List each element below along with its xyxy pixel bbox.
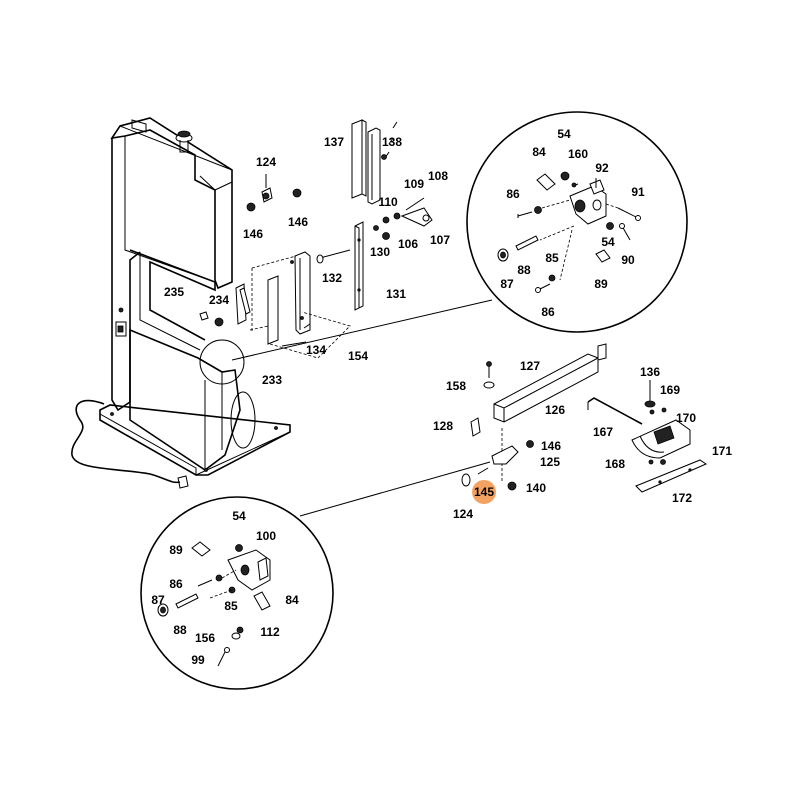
part-label-125[interactable]: 125 — [540, 455, 560, 469]
part-label-154[interactable]: 154 — [348, 349, 368, 363]
part-label-86[interactable]: 86 — [506, 187, 520, 201]
part-label-100[interactable]: 100 — [256, 529, 276, 543]
part-label-110[interactable]: 110 — [378, 195, 398, 209]
part-label-124[interactable]: 124 — [256, 155, 276, 169]
part-label-136[interactable]: 136 — [640, 365, 660, 379]
part-label-233[interactable]: 233 — [262, 373, 282, 387]
part-label-88[interactable]: 88 — [173, 623, 187, 637]
part-label-167[interactable]: 167 — [593, 425, 613, 439]
part-label-168[interactable]: 168 — [605, 457, 625, 471]
band-saw-body — [71, 117, 291, 489]
part-label-54[interactable]: 54 — [232, 509, 246, 523]
part-label-170[interactable]: 170 — [676, 411, 696, 425]
detail-circle-lower — [140, 496, 334, 690]
part-label-87[interactable]: 87 — [500, 277, 514, 291]
part-label-146[interactable]: 146 — [541, 439, 561, 453]
part-label-235[interactable]: 235 — [164, 285, 184, 299]
part-labels: 137 138 124 146 146 110 109 108 107 106 130 132 131 2… — [151, 127, 732, 667]
part-label-127[interactable]: 127 — [520, 359, 540, 373]
part-label-89[interactable]: 89 — [169, 543, 183, 557]
part-label-107[interactable]: 107 — [430, 233, 450, 247]
detail-circle-upper — [466, 111, 688, 333]
part-label-146[interactable]: 146 — [243, 227, 263, 241]
part-label-54[interactable]: 54 — [557, 127, 571, 141]
miter-gauge — [587, 380, 708, 493]
part-label-130[interactable]: 130 — [370, 245, 390, 259]
part-label-99[interactable]: 99 — [191, 653, 205, 667]
part-label-109[interactable]: 109 — [404, 177, 424, 191]
part-label-85[interactable]: 85 — [224, 599, 238, 613]
part-label-134[interactable]: 134 — [306, 343, 326, 357]
part-label-132[interactable]: 132 — [322, 271, 342, 285]
highlight-marker-145 — [472, 480, 496, 504]
part-label-85[interactable]: 85 — [545, 251, 559, 265]
part-label-145[interactable]: 145 — [474, 485, 494, 499]
part-label-112[interactable]: 112 — [260, 625, 280, 639]
part-label-89[interactable]: 89 — [594, 277, 608, 291]
part-label-131[interactable]: 131 — [386, 287, 406, 301]
part-label-172[interactable]: 172 — [672, 491, 692, 505]
part-label-234[interactable]: 234 — [209, 293, 229, 307]
part-label-88[interactable]: 88 — [517, 263, 531, 277]
part-label-92[interactable]: 92 — [595, 161, 609, 175]
part-label-91[interactable]: 91 — [631, 185, 645, 199]
part-label-124[interactable]: 124 — [453, 507, 473, 521]
part-label-106[interactable]: 106 — [398, 237, 418, 251]
part-label-137[interactable]: 137 — [324, 135, 344, 149]
part-label-156[interactable]: 156 — [195, 631, 215, 645]
part-label-86[interactable]: 86 — [541, 305, 555, 319]
part-label-84[interactable]: 84 — [532, 145, 546, 159]
part-label-86[interactable]: 86 — [169, 577, 183, 591]
part-label-169[interactable]: 169 — [660, 383, 680, 397]
part-label-128[interactable]: 128 — [433, 419, 453, 433]
leader-line-upper — [231, 299, 493, 361]
part-label-146[interactable]: 146 — [288, 215, 308, 229]
part-label-126[interactable]: 126 — [545, 403, 565, 417]
part-label-90[interactable]: 90 — [621, 253, 635, 267]
part-label-140[interactable]: 140 — [526, 481, 546, 495]
leader-line-lower — [299, 461, 491, 517]
upper-guide-parts — [199, 119, 433, 359]
part-label-84[interactable]: 84 — [285, 593, 299, 607]
part-label-138[interactable]: 138 — [382, 135, 402, 149]
part-label-108[interactable]: 108 — [428, 169, 448, 183]
part-label-87[interactable]: 87 — [151, 593, 165, 607]
part-label-171[interactable]: 171 — [712, 444, 732, 458]
part-label-160[interactable]: 160 — [568, 147, 588, 161]
part-label-54[interactable]: 54 — [601, 235, 615, 249]
part-label-158[interactable]: 158 — [446, 379, 466, 393]
fence-parts — [461, 343, 607, 491]
